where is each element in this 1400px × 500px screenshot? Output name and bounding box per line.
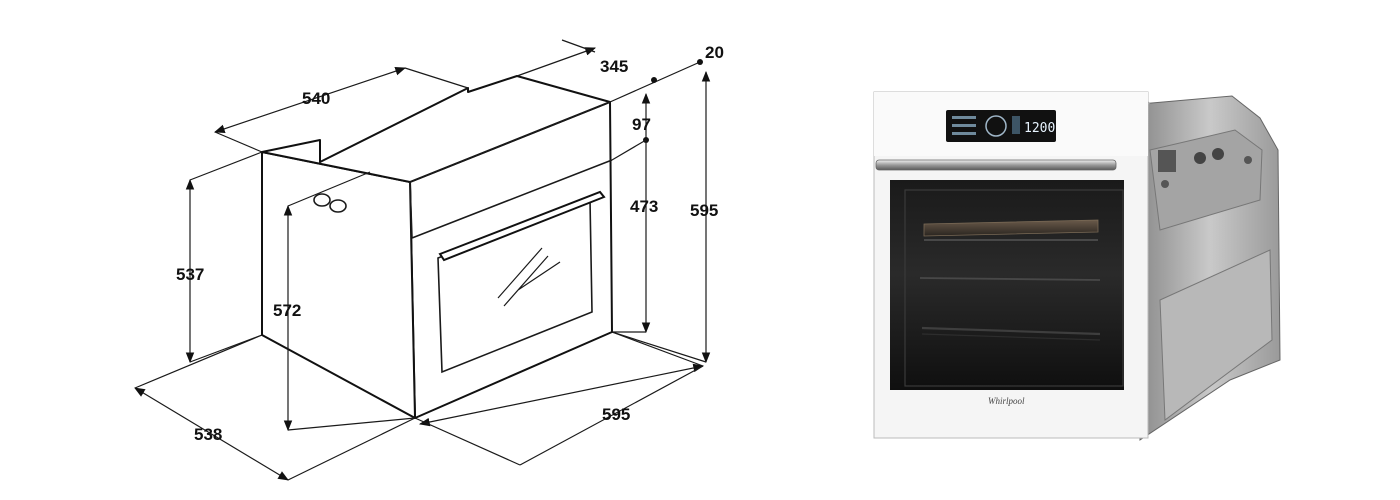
extension-line: [287, 417, 416, 431]
oven-rack: [923, 219, 1099, 237]
control-strip: [409, 101, 613, 239]
control-icons: [952, 116, 976, 119]
extension-line: [414, 417, 521, 466]
chassis-hole: [1212, 148, 1224, 160]
dim-label-595-vertical: 595: [690, 201, 718, 220]
control-icons: [1012, 116, 1020, 134]
rack-line: [919, 277, 1101, 281]
chassis-vent: [1158, 150, 1176, 172]
extension-line: [611, 331, 707, 363]
vent-hole: [329, 199, 347, 213]
dim-label-538: 538: [194, 425, 222, 444]
dim-label-595-horizontal: 595: [602, 405, 630, 424]
dim-label-540: 540: [302, 89, 330, 108]
vent-hole: [313, 193, 331, 207]
oven-side-panel: [261, 151, 416, 419]
extension-line: [611, 139, 647, 161]
extension-line: [404, 67, 469, 89]
brand-logo: Whirlpool: [988, 396, 1025, 406]
dim-line-595-horizontal: [418, 363, 705, 427]
dim-label-97: 97: [632, 115, 651, 134]
dim-line-595-horizontal-lower: [519, 365, 704, 466]
dim-label-537: 537: [176, 265, 204, 284]
chassis-rib: [1149, 129, 1263, 231]
extension-line: [287, 171, 371, 207]
control-icons: [952, 132, 976, 135]
dim-point: [697, 59, 703, 65]
extension-line: [214, 131, 263, 153]
door-glass-border: [904, 189, 1124, 387]
chassis-hole: [1244, 156, 1252, 164]
extension-line: [189, 151, 263, 181]
glass-reflection: [497, 247, 561, 307]
control-knob-icon: [985, 115, 1007, 137]
extension-line: [611, 331, 704, 367]
dim-line-540: [213, 67, 407, 133]
chassis-rib: [1159, 249, 1273, 421]
dim-label-345: 345: [600, 57, 628, 76]
chassis-hole: [1161, 180, 1169, 188]
rack-line: [921, 326, 1101, 336]
extension-line: [134, 334, 263, 389]
control-icons: [952, 124, 976, 127]
oven-photo: 1200 Whirlpool: [873, 91, 1281, 441]
extension-line: [287, 417, 416, 481]
dim-line-345: [516, 47, 597, 77]
technical-drawing: 540 345 20 97 473 595 537 572: [134, 39, 724, 481]
rack-line: [921, 333, 1101, 341]
door-handle: [438, 190, 606, 262]
door-handle-photo: [875, 159, 1117, 171]
display-time: 1200: [1024, 121, 1055, 136]
dim-label-20: 20: [705, 43, 724, 62]
dim-line-538: [134, 387, 289, 481]
door-glass: [890, 180, 1124, 390]
chassis-hole: [1194, 152, 1206, 164]
dim-label-572: 572: [273, 301, 301, 320]
dim-label-473: 473: [630, 197, 658, 216]
extension-line: [561, 39, 596, 53]
dim-point: [651, 77, 657, 83]
